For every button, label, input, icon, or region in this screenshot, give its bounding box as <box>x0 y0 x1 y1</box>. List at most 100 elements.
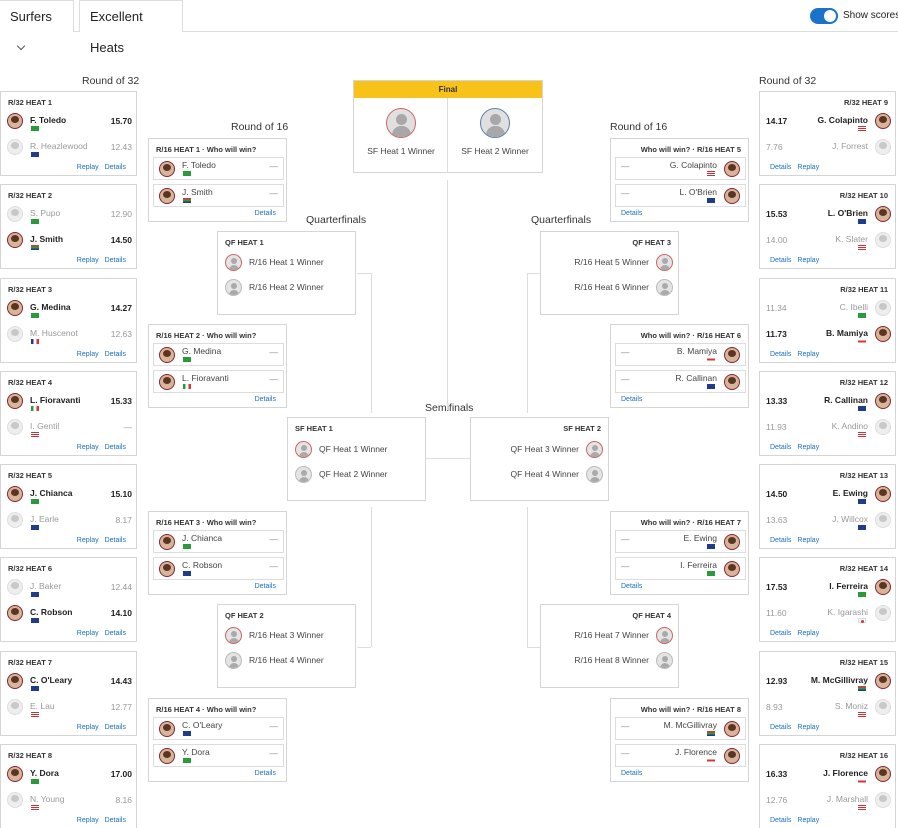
pick-row[interactable]: L. Fioravanti— <box>153 370 284 393</box>
details-link[interactable]: Details <box>254 210 276 217</box>
replay-link[interactable]: Replay <box>76 164 99 171</box>
heat-links: Details <box>618 770 645 777</box>
pick-row[interactable]: J. Chianca— <box>153 530 284 553</box>
pick-row[interactable]: J. Smith— <box>153 184 284 207</box>
au-flag-icon <box>858 499 866 504</box>
pick-row[interactable]: —M. McGillivray <box>615 717 746 740</box>
details-link[interactable]: Details <box>104 724 126 731</box>
pick-row[interactable]: —R. Callinan <box>615 370 746 393</box>
surfer-name: E. Lau <box>30 701 55 711</box>
details-link[interactable]: Details <box>104 630 126 637</box>
details-link[interactable]: Details <box>621 210 643 217</box>
replay-link[interactable]: Replay <box>76 537 99 544</box>
replay-link[interactable]: Replay <box>797 164 820 171</box>
surfer-row[interactable]: I. Gentil— <box>7 419 132 441</box>
replay-link[interactable]: Replay <box>797 630 820 637</box>
pick-row[interactable]: G. Medina— <box>153 343 284 366</box>
replay-link[interactable]: Replay <box>76 351 99 358</box>
show-scores-toggle[interactable] <box>810 8 838 24</box>
surfers-dropdown[interactable]: Surfers <box>0 0 74 51</box>
replay-link[interactable]: Replay <box>797 257 820 264</box>
details-link[interactable]: Details <box>104 537 126 544</box>
details-link[interactable]: Details <box>621 583 643 590</box>
replay-link[interactable]: Replay <box>76 444 99 451</box>
details-link[interactable]: Details <box>770 164 792 171</box>
details-link[interactable]: Details <box>104 817 126 824</box>
replay-link[interactable]: Replay <box>797 724 820 731</box>
details-link[interactable]: Details <box>770 537 792 544</box>
sf-heat-card: SF HEAT 1 QF Heat 1 Winner QF Heat 2 Win… <box>287 417 426 501</box>
details-link[interactable]: Details <box>770 351 792 358</box>
au-flag-icon <box>858 219 866 224</box>
replay-link[interactable]: Replay <box>76 630 99 637</box>
details-link[interactable]: Details <box>770 630 792 637</box>
details-link[interactable]: Details <box>621 770 643 777</box>
surfer-name: M. McGillivray <box>663 720 717 730</box>
pick-row[interactable]: —J. Florence <box>615 744 746 767</box>
pick-row[interactable]: F. Toledo— <box>153 157 284 180</box>
pick-row[interactable]: —I. Ferreira <box>615 557 746 580</box>
details-link[interactable]: Details <box>254 770 276 777</box>
pick-row[interactable]: C. Robson— <box>153 557 284 580</box>
replay-link[interactable]: Replay <box>797 351 820 358</box>
details-link[interactable]: Details <box>621 396 643 403</box>
details-link[interactable]: Details <box>104 351 126 358</box>
br-flag-icon <box>858 313 866 318</box>
details-link[interactable]: Details <box>770 444 792 451</box>
replay-link[interactable]: Replay <box>76 724 99 731</box>
details-link[interactable]: Details <box>254 583 276 590</box>
details-link[interactable]: Details <box>254 396 276 403</box>
details-link[interactable]: Details <box>770 257 792 264</box>
details-link[interactable]: Details <box>104 444 126 451</box>
surfer-name: F. Toledo <box>30 115 67 125</box>
replay-link[interactable]: Replay <box>76 257 99 264</box>
excellent-heats-tab[interactable]: Excellent Heats <box>79 0 183 55</box>
replay-link[interactable]: Replay <box>797 817 820 824</box>
details-link[interactable]: Details <box>104 257 126 264</box>
details-link[interactable]: Details <box>104 164 126 171</box>
pick-row[interactable]: C. O'Leary— <box>153 717 284 740</box>
pick-row[interactable]: —G. Colapinto <box>615 157 746 180</box>
replay-link[interactable]: Replay <box>797 537 820 544</box>
pick-row[interactable]: Y. Dora— <box>153 744 284 767</box>
details-link[interactable]: Details <box>770 724 792 731</box>
pick-row[interactable]: —E. Ewing <box>615 530 746 553</box>
pick-row[interactable]: —L. O'Brien <box>615 184 746 207</box>
pick-row[interactable]: —B. Mamiya <box>615 343 746 366</box>
details-link[interactable]: Details <box>770 817 792 824</box>
replay-link[interactable]: Replay <box>797 444 820 451</box>
replay-link[interactable]: Replay <box>76 817 99 824</box>
